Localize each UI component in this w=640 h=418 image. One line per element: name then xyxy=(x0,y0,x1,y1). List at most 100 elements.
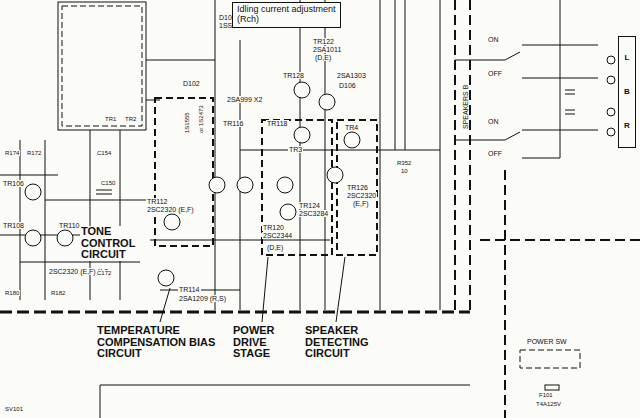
wire-line xyxy=(505,52,520,60)
transistor-symbol xyxy=(607,108,615,116)
wire-line xyxy=(262,257,268,322)
part-label: 1S1555 xyxy=(184,111,190,134)
wire-line xyxy=(455,140,505,141)
wire-line xyxy=(146,100,160,101)
wire-line xyxy=(520,350,580,368)
wire-line xyxy=(454,0,456,312)
part-label: TR128 xyxy=(282,72,305,79)
part-label: 10 xyxy=(400,168,409,174)
wire-line xyxy=(96,194,112,195)
wire-line xyxy=(336,257,345,322)
node-text: L xyxy=(621,54,633,63)
part-label: C150 xyxy=(100,180,116,186)
wire-line xyxy=(45,200,150,201)
wire-line xyxy=(120,130,121,300)
part-label: 2SC2344 xyxy=(262,232,293,239)
wire-line xyxy=(100,385,101,418)
wire-line xyxy=(455,60,505,61)
part-label: ON xyxy=(487,118,500,125)
wire-line xyxy=(565,114,575,115)
transistor-symbol xyxy=(25,184,41,200)
part-label: ON xyxy=(487,36,500,43)
part-label: or 1S2473 xyxy=(198,104,204,134)
part-label: TR110 xyxy=(58,222,81,229)
transistor-symbol xyxy=(607,128,615,136)
part-label: 2SC2320 xyxy=(346,192,377,199)
wire-line xyxy=(480,239,640,241)
wire-line xyxy=(240,150,440,151)
part-label: 2SA1209 (R,S) xyxy=(178,295,227,302)
wire-line xyxy=(440,0,441,310)
transistor-symbol xyxy=(294,127,310,143)
part-label: R172 xyxy=(26,150,42,156)
part-label: D102 xyxy=(182,80,201,87)
wire-line xyxy=(25,82,360,286)
part-label: TR112 xyxy=(146,198,169,205)
wire-line xyxy=(62,6,142,126)
node-text: B xyxy=(621,88,633,97)
part-label: T4A125V xyxy=(535,401,562,407)
section-label: POWER DRIVE STAGE xyxy=(232,325,296,360)
wire-line xyxy=(565,110,575,111)
wire-line xyxy=(100,385,470,386)
transistor-symbol xyxy=(294,82,310,98)
part-label: R174 xyxy=(4,150,20,156)
part-label: TR124 xyxy=(298,202,321,209)
part-label: TR4 xyxy=(344,124,359,131)
wire-line xyxy=(565,94,575,95)
part-label: TR106 xyxy=(2,180,25,187)
part-label: OFF xyxy=(487,150,503,157)
transistor-symbol xyxy=(57,230,73,246)
transistor-symbol xyxy=(237,177,253,193)
part-label: 2SA1303 xyxy=(336,72,367,79)
section-label: SPEAKER DETECTING CIRCUIT xyxy=(304,325,394,360)
wire-line xyxy=(405,0,406,150)
speaker-terminal-box: L B R xyxy=(618,36,636,148)
wire-line xyxy=(240,40,241,310)
wire-line xyxy=(560,0,561,158)
transistor-symbol xyxy=(164,214,180,230)
wire-line xyxy=(160,288,170,322)
part-label: SV101 xyxy=(4,406,24,412)
part-label: 2SA1011 xyxy=(312,46,342,53)
transistor-symbol xyxy=(607,76,615,84)
part-label: TR116 xyxy=(222,120,245,127)
transistor-symbol xyxy=(209,177,225,193)
part-label: TR2 xyxy=(124,116,137,122)
part-label: TR118 xyxy=(266,120,289,127)
transistor-symbol xyxy=(280,204,296,220)
wire-line xyxy=(395,0,396,150)
part-label: OFF xyxy=(487,70,503,77)
part-label: 2SC2320 (E,F) xyxy=(146,206,195,213)
wire-line xyxy=(545,385,559,390)
section-label: TONE CONTROL CIRCUIT xyxy=(80,226,140,261)
wire-line xyxy=(96,190,112,191)
part-label: TR114 xyxy=(178,286,201,293)
wire-line xyxy=(262,120,332,255)
wire-line xyxy=(300,0,301,310)
wire-line xyxy=(565,90,575,91)
wire-line xyxy=(155,98,213,246)
wire-line xyxy=(337,120,377,255)
node-text: R xyxy=(621,122,633,131)
part-label: 2SC3284 xyxy=(298,210,329,217)
adjustment-note-box: Idling current adjustment(Rch) xyxy=(232,2,341,28)
part-label: R180 xyxy=(4,290,20,296)
part-label: TR122 xyxy=(312,38,335,45)
part-label: TR1 xyxy=(104,116,117,122)
node-text: (Rch) xyxy=(237,15,336,25)
transistor-symbol xyxy=(158,270,174,286)
wire-line xyxy=(20,140,21,300)
wire-line xyxy=(504,170,506,418)
wire-line xyxy=(150,240,330,241)
part-label: (E,F) xyxy=(352,200,370,207)
part-label: R182 xyxy=(50,290,66,296)
transistor-symbol xyxy=(319,94,335,110)
part-label: SPEAKERS B xyxy=(462,84,469,130)
transistor-symbol xyxy=(277,177,293,193)
wire-line xyxy=(20,262,140,263)
part-label: F101 xyxy=(538,392,554,398)
wire-line xyxy=(0,311,470,314)
